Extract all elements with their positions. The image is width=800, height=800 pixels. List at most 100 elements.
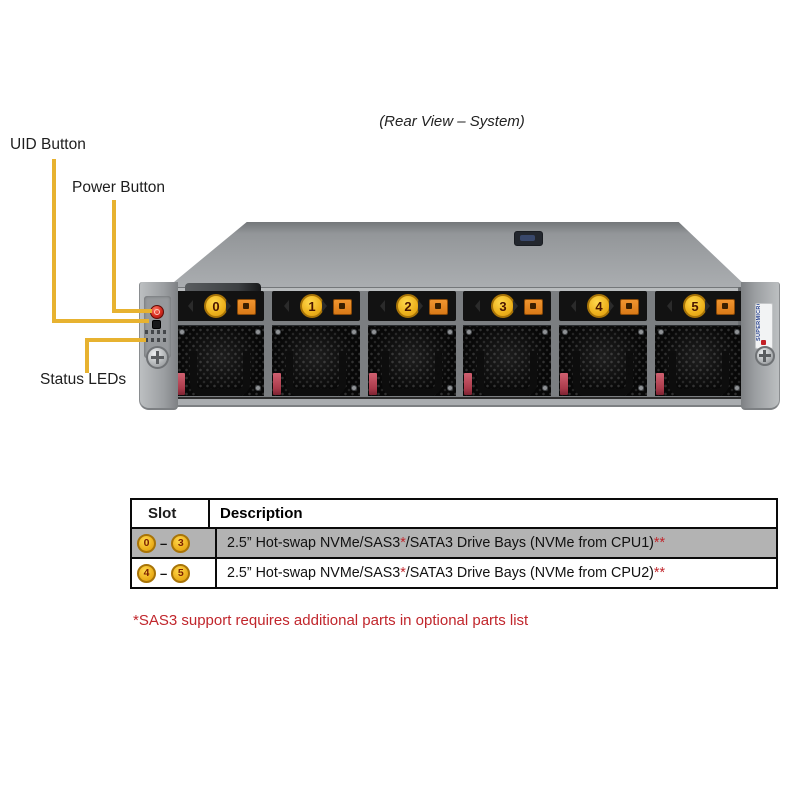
slot-range: 0 – 3 <box>132 529 217 557</box>
power-button-label: Power Button <box>72 179 166 196</box>
drive-handle <box>286 351 346 396</box>
drive-latch-button <box>429 299 448 315</box>
supermicro-logo-mark <box>761 340 766 345</box>
chassis-top-face <box>168 222 747 287</box>
thumbscrew-icon <box>146 346 169 369</box>
drive-release-latch <box>369 373 377 395</box>
sas3-footnote: *SAS3 support requires additional parts … <box>133 612 529 629</box>
drive-bay-3: 3 <box>463 291 551 397</box>
uid-callout-line <box>52 319 149 323</box>
table-row: 0 – 3 2.5” Hot-swap NVMe/SAS3*/SATA3 Dri… <box>132 527 776 557</box>
desc-footnote-star: ** <box>653 535 666 551</box>
bay-number-badge: 5 <box>683 294 707 318</box>
supermicro-label-text: SUPERMICRO <box>756 303 762 341</box>
bay-number-badge: 0 <box>204 294 228 318</box>
screw-icon <box>734 329 740 335</box>
drive-bay-0: 0 <box>176 291 264 397</box>
status-callout-line <box>85 338 146 342</box>
drive-bay-frame <box>168 291 747 398</box>
screw-icon <box>371 329 377 335</box>
drive-handle <box>573 351 633 396</box>
desc-text: /SATA3 Drive Bays (NVMe from CPU1) <box>405 535 654 551</box>
status-callout-line <box>85 338 89 373</box>
chassis-bottom-shadow <box>168 397 747 399</box>
bay-number-badge: 1 <box>300 294 324 318</box>
screw-icon <box>275 329 281 335</box>
left-rack-ear <box>139 282 178 410</box>
slot-column-header: Slot <box>132 500 210 527</box>
drive-latch-button <box>237 299 256 315</box>
uid-button-label: UID Button <box>10 136 86 153</box>
drive-bay-5: 5 <box>655 291 743 397</box>
screw-icon <box>179 329 185 335</box>
screw-icon <box>638 385 644 391</box>
power-callout-line <box>112 200 116 313</box>
drive-latch-button <box>716 299 735 315</box>
bay-top-strip: 4 <box>559 291 647 321</box>
screw-icon <box>638 329 644 335</box>
drive-release-latch <box>464 373 472 395</box>
slot-range-dash: – <box>160 565 168 581</box>
status-leds-icon <box>145 330 169 334</box>
drive-bay-1: 1 <box>272 291 360 397</box>
screw-icon <box>447 329 453 335</box>
description-column-header: Description <box>220 505 303 522</box>
desc-text: 2.5” Hot-swap NVMe/SAS3 <box>227 565 401 581</box>
figure-title: (Rear View – System) <box>379 113 525 130</box>
screw-icon <box>734 385 740 391</box>
drive-release-latch <box>177 373 185 395</box>
desc-text: /SATA3 Drive Bays (NVMe from CPU2) <box>405 565 654 581</box>
drive-bay-2: 2 <box>368 291 456 397</box>
screw-icon <box>466 329 472 335</box>
slot-range: 4 – 5 <box>132 559 217 587</box>
screw-icon <box>351 385 357 391</box>
bay-number-badge: 4 <box>587 294 611 318</box>
supermicro-label: SUPERMICRO <box>755 303 773 349</box>
desc-footnote-star: * <box>400 565 406 581</box>
uid-callout-line <box>52 159 56 323</box>
thumbscrew-icon <box>755 346 775 366</box>
drive-release-latch <box>560 373 568 395</box>
drive-release-latch <box>656 373 664 395</box>
drive-handle <box>477 351 537 396</box>
slot-badge: 0 <box>137 533 156 553</box>
bay-top-strip: 5 <box>655 291 743 321</box>
chassis-top-emblem <box>514 231 543 246</box>
bay-top-strip: 1 <box>272 291 360 321</box>
status-leds-label: Status LEDs <box>40 371 127 388</box>
chassis-front-rail <box>168 287 747 293</box>
bay-number-badge: 2 <box>396 294 420 318</box>
bay-pull-tab <box>185 283 261 292</box>
bay-top-strip: 2 <box>368 291 456 321</box>
drive-release-latch <box>273 373 281 395</box>
screw-icon <box>255 329 261 335</box>
screw-icon <box>542 385 548 391</box>
slot-range-dash: – <box>160 535 168 551</box>
drive-handle <box>190 351 250 396</box>
drive-bay-4: 4 <box>559 291 647 397</box>
drive-handle <box>382 351 442 396</box>
slot-badge: 4 <box>137 563 156 583</box>
slot-badge: 5 <box>171 563 191 583</box>
drive-latch-button <box>524 299 543 315</box>
slot-table: Slot Description 0 – 3 2.5” Hot-swap NVM… <box>130 498 778 589</box>
right-rack-ear: SUPERMICRO <box>741 282 780 410</box>
power-button-icon <box>150 305 164 319</box>
desc-text: 2.5” Hot-swap NVMe/SAS3 <box>227 535 401 551</box>
chassis-bottom-rail <box>168 399 747 407</box>
bay-top-strip: 0 <box>176 291 264 321</box>
bay-number-badge: 3 <box>491 294 515 318</box>
bay-top-strip: 3 <box>463 291 551 321</box>
screw-icon <box>658 329 664 335</box>
screw-icon <box>447 385 453 391</box>
screw-icon <box>255 385 261 391</box>
screw-icon <box>351 329 357 335</box>
table-header-row: Slot Description <box>132 500 776 527</box>
screw-icon <box>542 329 548 335</box>
slot-description: 2.5” Hot-swap NVMe/SAS3*/SATA3 Drive Bay… <box>217 559 776 587</box>
drive-latch-button <box>333 299 352 315</box>
slot-badge: 3 <box>171 533 191 553</box>
uid-button-icon <box>152 320 161 329</box>
desc-footnote-star: * <box>400 535 406 551</box>
